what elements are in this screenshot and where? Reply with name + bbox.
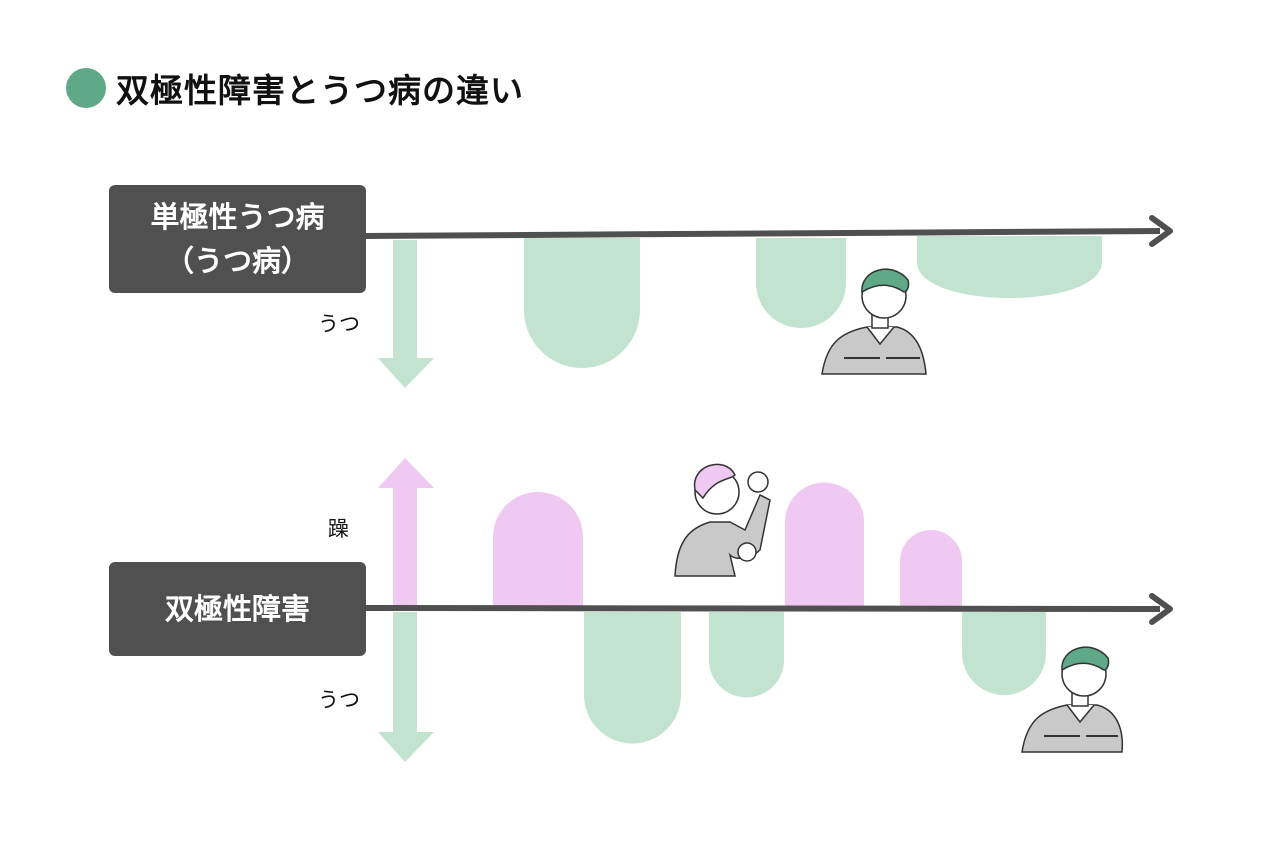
unipolar-depression-label: うつ xyxy=(318,312,360,336)
depression-wave xyxy=(917,236,1102,298)
depression-arrow xyxy=(378,612,434,762)
mania-wave xyxy=(785,482,864,606)
depression-wave xyxy=(584,612,681,744)
unipolar-axis xyxy=(365,215,1173,247)
bipolar-mania-label: 躁 xyxy=(328,517,349,541)
depression-wave xyxy=(756,238,846,328)
depressed-person-illustration xyxy=(1021,646,1124,753)
page-title: 双極性障害とうつ病の違い xyxy=(66,64,524,112)
unipolar-label-line1: 単極性うつ病 xyxy=(150,200,325,234)
depression-arrow xyxy=(378,240,434,388)
mania-wave xyxy=(493,492,583,606)
bipolar-waves xyxy=(378,458,1046,762)
depression-wave xyxy=(709,612,784,698)
title-bullet-icon xyxy=(66,68,106,108)
axis-arrowhead-icon xyxy=(1149,215,1173,247)
unipolar-waves xyxy=(378,236,1102,388)
bipolar-label: 双極性障害 xyxy=(164,592,310,626)
depression-wave xyxy=(962,612,1046,695)
unipolar-label-line2: （うつ病） xyxy=(164,244,310,278)
bipolar-label-box: 双極性障害 xyxy=(109,562,366,656)
mania-wave xyxy=(900,530,962,606)
title-text: 双極性障害とうつ病の違い xyxy=(116,71,524,110)
mania-arrow xyxy=(378,458,434,606)
unipolar-label-box: 単極性うつ病 （うつ病） xyxy=(109,185,366,293)
axis-arrowhead-icon xyxy=(1149,593,1173,625)
depressed-person-illustration xyxy=(821,268,927,375)
bipolar-axis xyxy=(365,593,1173,625)
bipolar-depression-label: うつ xyxy=(318,688,360,712)
manic-person-illustration xyxy=(674,463,771,577)
depression-wave xyxy=(524,238,640,368)
